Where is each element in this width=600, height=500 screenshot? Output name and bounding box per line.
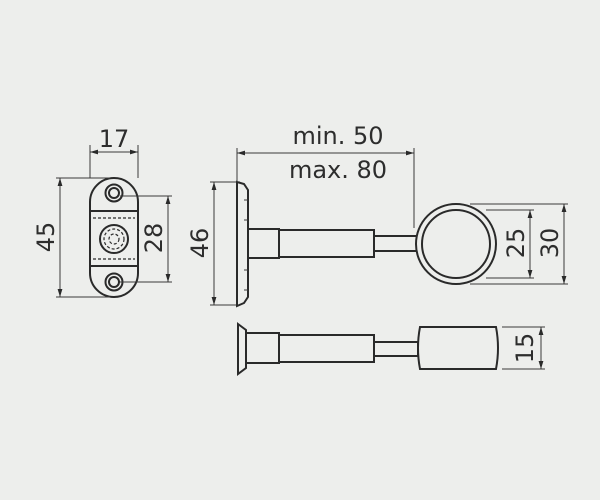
dim-label-30: 30 xyxy=(536,228,564,259)
dimension-hole-spacing: 28 xyxy=(120,195,172,283)
dim-label-min: min. 50 xyxy=(292,122,383,150)
dim-label-17: 17 xyxy=(99,125,130,153)
dim-label-46: 46 xyxy=(186,228,214,259)
dimension-ring-inner: 25 xyxy=(486,209,534,279)
dim-label-15: 15 xyxy=(511,333,539,364)
dimension-plate-width: 17 xyxy=(89,125,139,178)
dim-label-28: 28 xyxy=(140,223,168,254)
side-view-holder xyxy=(236,180,497,308)
dimension-flange-height: 46 xyxy=(186,181,240,306)
dimension-length: min. 50 max. 80 xyxy=(236,122,415,228)
dim-label-max: max. 80 xyxy=(289,156,387,184)
dim-label-25: 25 xyxy=(502,228,530,259)
dimension-plate-height: 45 xyxy=(32,177,110,298)
dimension-ring-thickness: 15 xyxy=(502,326,545,370)
top-view-holder xyxy=(237,322,499,376)
dimension-ring-outer: 30 xyxy=(470,203,568,285)
front-plate-view xyxy=(89,177,139,298)
dim-label-45: 45 xyxy=(32,222,60,253)
